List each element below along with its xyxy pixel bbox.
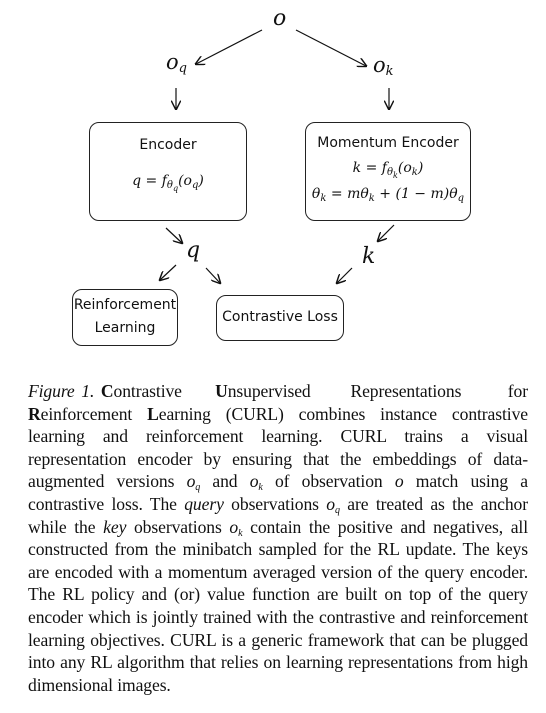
contrastive-loss-label: Contrastive Loss [222,309,338,325]
momentum-encoder-equation-1: k = fθk(ok) [352,160,424,180]
query-encoding-label: q [186,238,201,263]
rl-box-line2: Learning [94,320,156,336]
arrow-k-to-contrastive [337,267,353,283]
rl-box-line1: Reinforcement [73,297,177,313]
arrow-encoder-to-q [165,227,182,243]
query-observation-label: oq [166,50,187,76]
arrow-o-to-ok [295,29,366,66]
momentum-encoder-title: Momentum Encoder [317,135,459,151]
encoder-equation: q = fθq(oq) [132,173,204,193]
momentum-encoder-box: Momentum Encoder k = fθk(ok) θk = mθk + … [305,122,471,221]
arrow-q-to-rl [160,264,177,280]
momentum-encoder-equation-2: θk = mθk + (1 − m)θq [311,186,465,204]
key-encoding-label: k [362,244,376,269]
diagram-arrows [0,29,395,380]
contrastive-loss-box: Contrastive Loss [216,295,344,341]
figure-caption: Figure 1. Contrastive Unsupervised Repre… [28,380,528,696]
encoder-box: Encoder q = fθq(oq) [89,122,247,221]
caption-title: Contrastive Unsupervised Representations… [28,381,528,424]
arrow-momentum-to-k [378,224,395,241]
observation-o-label: o [273,6,287,31]
arrow-q-to-contrastive [205,267,220,283]
encoder-title: Encoder [139,137,197,153]
arrow-o-to-oq [196,29,263,64]
figure-label: Figure 1. [28,381,95,401]
reinforcement-learning-box: Reinforcement Learning [72,289,178,346]
caption-body: (CURL) combines instance contrastive lea… [28,403,529,695]
key-observation-label: ok [373,53,394,79]
